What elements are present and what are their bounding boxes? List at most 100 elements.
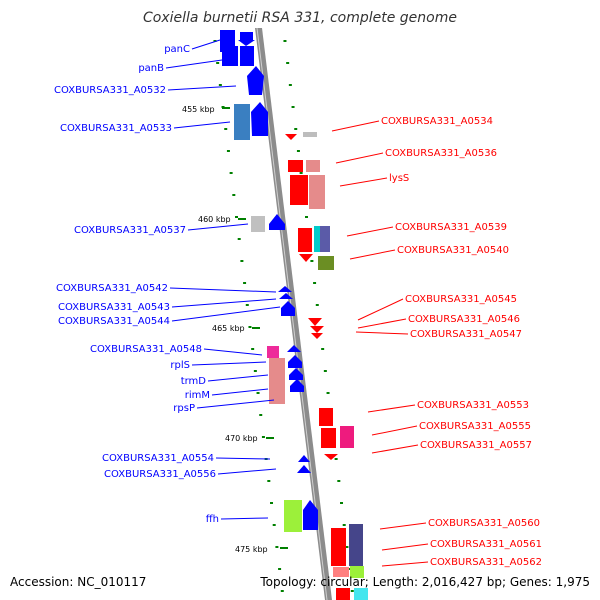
gene-label[interactable]: panB [138, 63, 164, 74]
gene-label[interactable]: COXBURSA331_A0560 [428, 518, 540, 529]
gene-label[interactable]: COXBURSA331_A0532 [54, 85, 166, 96]
leader-line [220, 517, 269, 520]
gene-label[interactable]: COXBURSA331_A0539 [395, 222, 507, 233]
tick-mark [248, 326, 252, 328]
tick-mark [294, 128, 298, 130]
gene-feature-A0545 [308, 318, 322, 326]
gene-feature-rimM [289, 368, 303, 380]
gene-label[interactable]: rimM [185, 390, 210, 401]
gene-feature-A0560 [331, 528, 346, 566]
scale-label: 470 kbp [225, 434, 258, 443]
tick-mark [334, 458, 338, 460]
scale-label: 475 kbp [235, 545, 268, 554]
gene-label[interactable]: COXBURSA331_A0547 [410, 329, 522, 340]
gene-feature-ffh-block [284, 500, 302, 532]
gene-feature-A0548 [267, 346, 279, 358]
gene-feature-lysS [290, 175, 308, 205]
tick-mark [345, 546, 349, 548]
scale-label: 465 kbp [212, 324, 245, 333]
leader-line [173, 121, 231, 129]
gene-label[interactable]: COXBURSA331_A0533 [60, 123, 172, 134]
leader-line [379, 522, 427, 530]
reverse-strand-features [285, 132, 368, 600]
gene-label[interactable]: rpsP [173, 403, 195, 414]
tick-mark [243, 282, 247, 284]
tick-mark [323, 370, 327, 372]
gene-label[interactable]: COXBURSA331_A0553 [417, 400, 529, 411]
gene-label[interactable]: COXBURSA331_A0534 [381, 116, 493, 127]
scale-mark: 470 kbp [225, 434, 274, 443]
leader-line [371, 444, 419, 454]
gene-feature-A0554 [298, 455, 310, 462]
gene-feature-rplS [287, 345, 301, 352]
tick-mark [251, 348, 255, 350]
tick-mark [310, 260, 314, 262]
tick-mark [342, 524, 346, 526]
leader-line [381, 561, 429, 567]
gene-feature-A0561 [349, 524, 363, 566]
gene-label[interactable]: COXBURSA331_A0543 [58, 302, 170, 313]
scale-mark: 475 kbp [235, 545, 288, 554]
tick-mark [272, 524, 276, 526]
tick-mark [326, 392, 330, 394]
leader-line [339, 177, 388, 187]
tick-mark [313, 282, 317, 284]
tick-mark [305, 216, 309, 218]
scale-label: 455 kbp [182, 105, 215, 114]
leader-line [367, 404, 416, 413]
gene-feature-A0556 [297, 465, 311, 473]
gene-label[interactable]: COXBURSA331_A0562 [430, 557, 542, 568]
gene-label[interactable]: ffh [206, 514, 219, 525]
gene-feature-A0555 [321, 428, 336, 448]
gene-label[interactable]: rplS [170, 360, 190, 371]
tick-mark [224, 128, 228, 130]
gene-label[interactable]: COXBURSA331_A0557 [420, 440, 532, 451]
gene-label[interactable]: COXBURSA331_A0561 [430, 539, 542, 550]
page-title: Coxiella burnetii RSA 331, complete geno… [143, 10, 457, 26]
gene-feature-panC-lower [222, 46, 238, 66]
leader-line [207, 374, 269, 382]
gene-label[interactable]: COXBURSA331_A0542 [56, 283, 168, 294]
gene-label[interactable]: COXBURSA331_A0540 [397, 245, 509, 256]
leader-line [171, 298, 277, 308]
leader-line [203, 348, 263, 356]
gene-label[interactable]: COXBURSA331_A0545 [405, 294, 517, 305]
tick-mark [321, 348, 325, 350]
gene-label[interactable]: panC [164, 44, 190, 55]
tick-mark [337, 480, 341, 482]
gene-label[interactable]: COXBURSA331_A0537 [74, 225, 186, 236]
leader-line [167, 85, 237, 91]
leader-line [187, 223, 249, 231]
gene-feature-A0534 [285, 134, 297, 140]
gene-label[interactable]: COXBURSA331_A0546 [408, 314, 520, 325]
gene-label[interactable]: lysS [389, 173, 409, 184]
tick-mark [216, 62, 220, 64]
gene-feature-A0540 [318, 256, 334, 270]
tick-mark [291, 106, 295, 108]
tick-mark [213, 40, 217, 42]
gene-label[interactable]: COXBURSA331_A0554 [102, 453, 214, 464]
tick-mark [235, 216, 239, 218]
gene-label[interactable]: COXBURSA331_A0555 [419, 421, 531, 432]
gene-label[interactable]: COXBURSA331_A0548 [90, 344, 202, 355]
accession-text: Accession: NC_010117 [10, 575, 147, 589]
topology-text: Topology: circular; Length: 2,016,427 bp… [260, 575, 590, 589]
gene-label[interactable]: COXBURSA331_A0556 [104, 469, 216, 480]
leader-line [357, 298, 404, 321]
leader-line [191, 361, 267, 366]
tick-mark [226, 150, 230, 152]
leader-line [191, 39, 221, 50]
tick-mark [288, 84, 292, 86]
gene-feature-rplS-block [269, 358, 285, 404]
leader-line [357, 318, 407, 329]
forward-strand-features [220, 30, 318, 532]
leader-line [215, 457, 271, 460]
gene-label[interactable]: COXBURSA331_A0536 [385, 148, 497, 159]
gene-feature-A0543 [279, 293, 293, 299]
gene-feature-A0539 [298, 228, 312, 252]
gene-label[interactable]: trmD [181, 376, 207, 387]
gene-label[interactable]: COXBURSA331_A0544 [58, 316, 170, 327]
gene-feature-A0532 [247, 66, 264, 95]
